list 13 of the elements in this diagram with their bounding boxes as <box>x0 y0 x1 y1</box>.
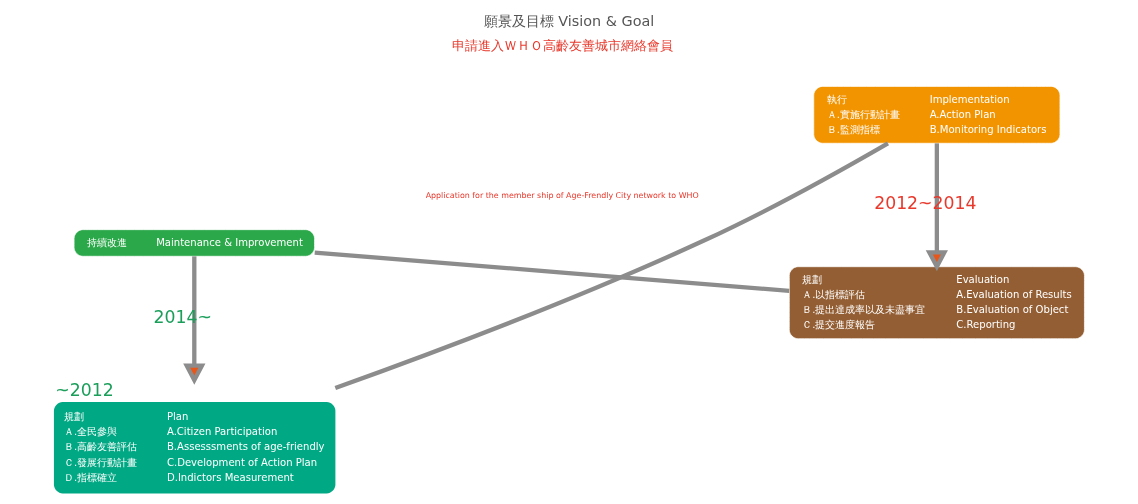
arrow <box>183 255 206 385</box>
node-box: 持續改進 Maintenance & Improvement <box>73 228 315 257</box>
label: 申請進入ＷＨＯ高齡友善城市網絡會員 <box>451 37 673 53</box>
diagram-title: 願景及目標 Vision & Goal <box>483 12 655 29</box>
edge-label: 2014~ <box>153 306 212 327</box>
edge-label: 2012~2014 <box>874 192 977 213</box>
node-box: 執行 Implementation Ａ.實施行動計畫 A.Action Plan Ｂ.監測指標 B.Monitoring Indicators <box>813 85 1061 144</box>
connector <box>334 140 889 390</box>
arrow <box>925 142 948 271</box>
node-box: 規劃 Evaluation Ａ.以指標評估 A.Evaluation of Results Ｂ.提出達成率以及未盡事宜 B.Evaluation of Object Ｃ.提交進度報告 C.Reporting <box>788 265 1085 339</box>
connector <box>314 249 790 293</box>
node-label: ~2012 <box>55 379 114 400</box>
node-box: 規劃 Plan Ａ.全民參與 A.Citizen Participation Ｂ.高齡友善評估 B.Assesssments of age-friendly Ｃ.發展行動計畫 C.Development of Action Plan Ｄ.指標確立 D.Indictors Measurement <box>53 401 336 493</box>
